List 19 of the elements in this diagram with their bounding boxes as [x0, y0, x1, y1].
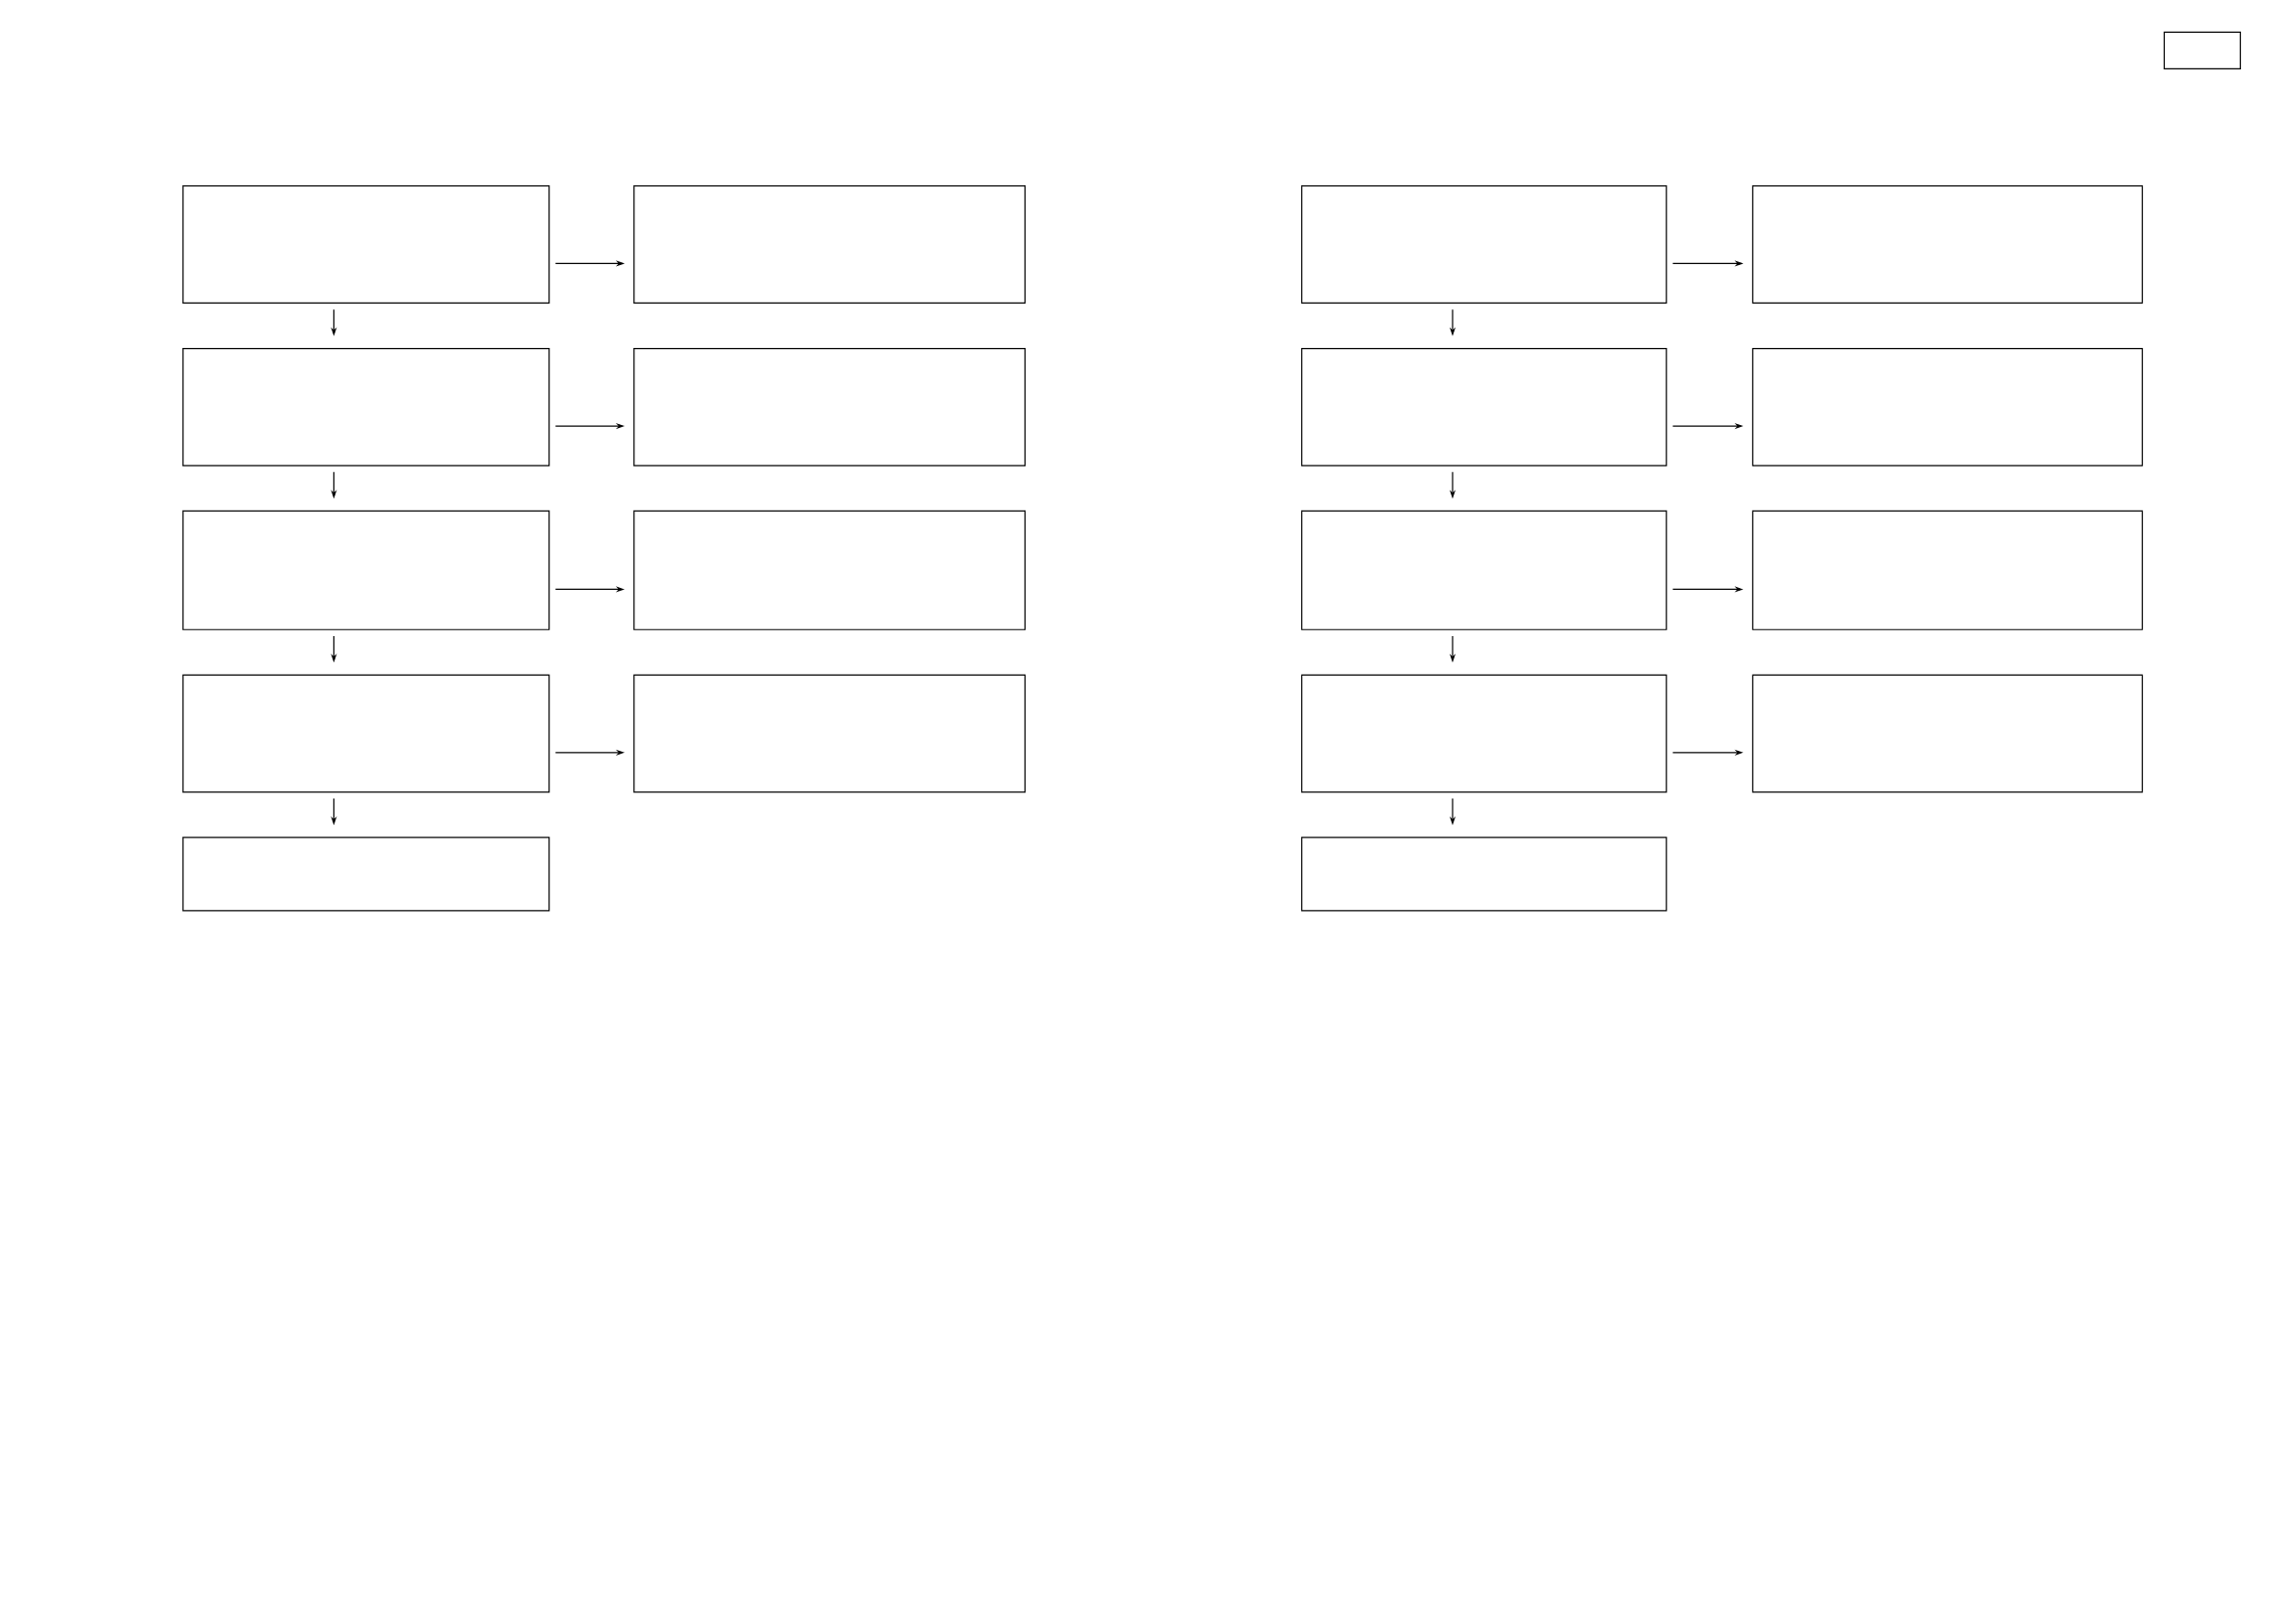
flow-box — [1300, 837, 1668, 912]
flow-box — [1300, 510, 1668, 630]
flow-box — [633, 348, 1026, 466]
flow-box — [182, 674, 550, 793]
flow-box — [1751, 185, 2144, 305]
flow-box — [1751, 348, 2144, 466]
flow-box — [1751, 510, 2144, 630]
flow-box — [1300, 348, 1668, 466]
flow-box — [633, 510, 1026, 630]
flow-box — [1300, 185, 1668, 305]
flow-box — [182, 510, 550, 630]
flow-box — [2163, 31, 2241, 70]
flow-box — [633, 185, 1026, 305]
flow-box — [1751, 674, 2144, 793]
flow-box — [182, 837, 550, 912]
flow-box — [182, 185, 550, 305]
flow-box — [182, 348, 550, 466]
flow-box — [633, 674, 1026, 793]
flow-box — [1300, 674, 1668, 793]
